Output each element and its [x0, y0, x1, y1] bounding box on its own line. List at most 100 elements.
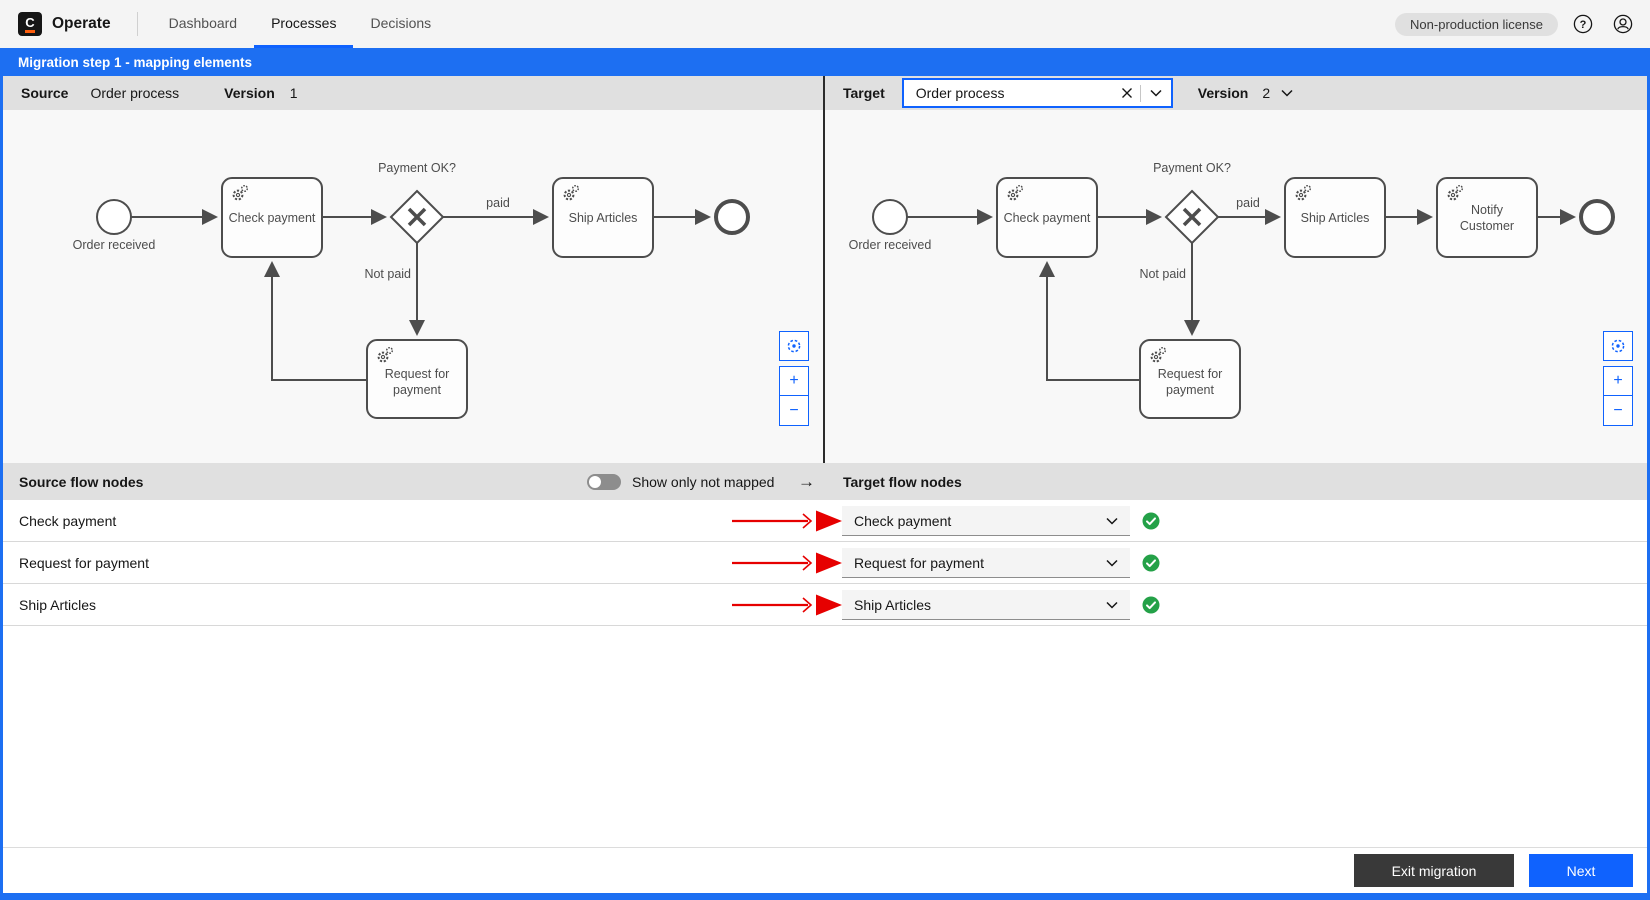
service-task-gear-icon [377, 346, 394, 363]
bpmn-task-request-payment[interactable] [1139, 339, 1241, 419]
service-task-gear-icon [1007, 184, 1024, 201]
bpmn-task-notify-customer[interactable] [1436, 177, 1538, 258]
nav-right: Non-production license ? [1395, 0, 1650, 48]
combobox-clear-button[interactable] [1114, 80, 1140, 106]
migration-banner: Migration step 1 - mapping elements [0, 48, 1650, 76]
brand: C Operate [0, 0, 111, 48]
task-label: Ship Articles [1301, 211, 1370, 225]
start-event-label: Order received [73, 238, 156, 252]
mapping-arrow-icon [732, 510, 842, 532]
arrow-right-icon: → [798, 471, 815, 491]
nav-tab-decisions[interactable]: Decisions [370, 14, 432, 31]
reset-zoom-icon [787, 339, 801, 353]
nav-tab-dashboard[interactable]: Dashboard [168, 14, 238, 31]
logo-letter: C [25, 14, 35, 30]
mapped-check-icon [1142, 554, 1160, 572]
selected-target-flow-node: Ship Articles [854, 596, 932, 613]
mapping-row: Check payment Check payment [3, 500, 1647, 542]
selected-target-flow-node: Request for payment [854, 554, 984, 571]
source-zoom-controls: + − [779, 331, 809, 426]
zoom-out-button[interactable]: − [779, 396, 809, 426]
task-label: Notify [1471, 203, 1504, 217]
zoom-in-button[interactable]: + [779, 366, 809, 396]
target-flow-node-select[interactable]: Check payment [842, 506, 1130, 536]
gateway-x-icon [1182, 207, 1202, 227]
target-flow-node-select[interactable]: Ship Articles [842, 590, 1130, 620]
flow-label-paid: paid [486, 196, 510, 210]
toggle-knob [589, 475, 601, 488]
zoom-in-button[interactable]: + [1603, 366, 1633, 396]
user-icon [1613, 14, 1633, 34]
source-flow-node-label: Ship Articles [19, 596, 97, 613]
source-flow-node-label: Request for payment [19, 554, 149, 571]
chevron-down-icon [1106, 517, 1118, 525]
nav-divider [136, 12, 138, 36]
bpmn-end-event[interactable] [714, 199, 750, 235]
service-task-gear-icon [1295, 184, 1312, 201]
source-label: Source [21, 85, 69, 101]
migration-frame: Source Order process Version 1 Target Or… [0, 76, 1650, 900]
target-bpmn-diagram[interactable]: Order received Check payment Payment OK?… [825, 110, 1647, 463]
bpmn-end-event[interactable] [1579, 199, 1615, 235]
zoom-group: + − [1603, 366, 1633, 426]
help-button[interactable]: ? [1568, 9, 1598, 39]
service-task-gear-icon [1150, 346, 1167, 363]
target-process-combobox[interactable]: Order process [901, 78, 1173, 108]
task-label: Ship Articles [569, 211, 638, 225]
close-icon [1121, 88, 1132, 98]
source-diagram-pane: Order received Check payment Payment OK?… [3, 110, 825, 463]
source-version-value: 1 [289, 85, 298, 101]
target-version-value: 2 [1262, 85, 1271, 101]
task-label: Check payment [229, 211, 316, 225]
target-process-value: Order process [915, 85, 1005, 101]
target-zoom-controls: + − [1603, 331, 1633, 426]
bpmn-start-event[interactable] [96, 199, 132, 235]
task-label: payment [1166, 383, 1214, 397]
gateway-label: Payment OK? [1153, 161, 1231, 175]
migration-footer: Exit migration Next [3, 847, 1647, 893]
bpmn-task-request-payment[interactable] [366, 339, 468, 419]
service-task-gear-icon [1447, 184, 1464, 201]
flow-label-paid: paid [1236, 196, 1260, 210]
source-panel-header: Source Order process Version 1 [3, 76, 825, 110]
mapped-check-icon [1142, 512, 1160, 530]
nav-tab-processes[interactable]: Processes [254, 0, 354, 48]
logo-orange-bar [25, 29, 35, 33]
exit-migration-button[interactable]: Exit migration [1354, 854, 1514, 887]
mapping-row: Request for payment Request for payment [3, 542, 1647, 584]
toggle-label: Show only not mapped [632, 473, 775, 490]
target-label: Target [843, 85, 885, 101]
help-icon: ? [1573, 14, 1593, 34]
bpmn-task-ship-articles[interactable] [552, 177, 654, 258]
target-version-label: Version [1197, 85, 1249, 101]
user-button[interactable] [1608, 9, 1638, 39]
bpmn-start-event[interactable] [872, 199, 908, 235]
source-process-name: Order process [90, 85, 180, 101]
bpmn-task-check-payment[interactable] [221, 177, 323, 258]
source-flow-node-label: Check payment [19, 512, 117, 529]
next-button[interactable]: Next [1529, 854, 1633, 887]
camunda-logo-icon: C [18, 12, 42, 36]
mapping-rows: Check payment Check payment Request for … [3, 500, 1647, 626]
bpmn-task-ship-articles[interactable] [1284, 177, 1386, 258]
flow-request-loop [1039, 261, 1140, 381]
flow-label-not-paid: Not paid [1139, 267, 1186, 281]
task-label: Request for [385, 367, 450, 381]
migration-banner-title: Migration step 1 - mapping elements [18, 54, 253, 70]
show-only-not-mapped-toggle[interactable] [587, 473, 621, 490]
gateway-label: Payment OK? [378, 161, 456, 175]
source-version-label: Version [224, 85, 275, 101]
diagram-reset-zoom-button[interactable] [1603, 331, 1633, 361]
target-flow-node-select[interactable]: Request for payment [842, 548, 1130, 578]
source-bpmn-diagram[interactable]: Order received Check payment Payment OK?… [3, 110, 825, 463]
diagram-reset-zoom-button[interactable] [779, 331, 809, 361]
combobox-chevron-button[interactable] [1141, 80, 1171, 106]
zoom-out-button[interactable]: − [1603, 396, 1633, 426]
bpmn-task-check-payment[interactable] [996, 177, 1098, 258]
target-version-dropdown[interactable] [1281, 89, 1293, 97]
task-label: Customer [1460, 219, 1514, 233]
combobox-separator [1139, 84, 1141, 102]
svg-text:?: ? [1580, 19, 1587, 31]
task-label: Request for [1158, 367, 1223, 381]
main-nav: Dashboard Processes Decisions [152, 0, 449, 48]
